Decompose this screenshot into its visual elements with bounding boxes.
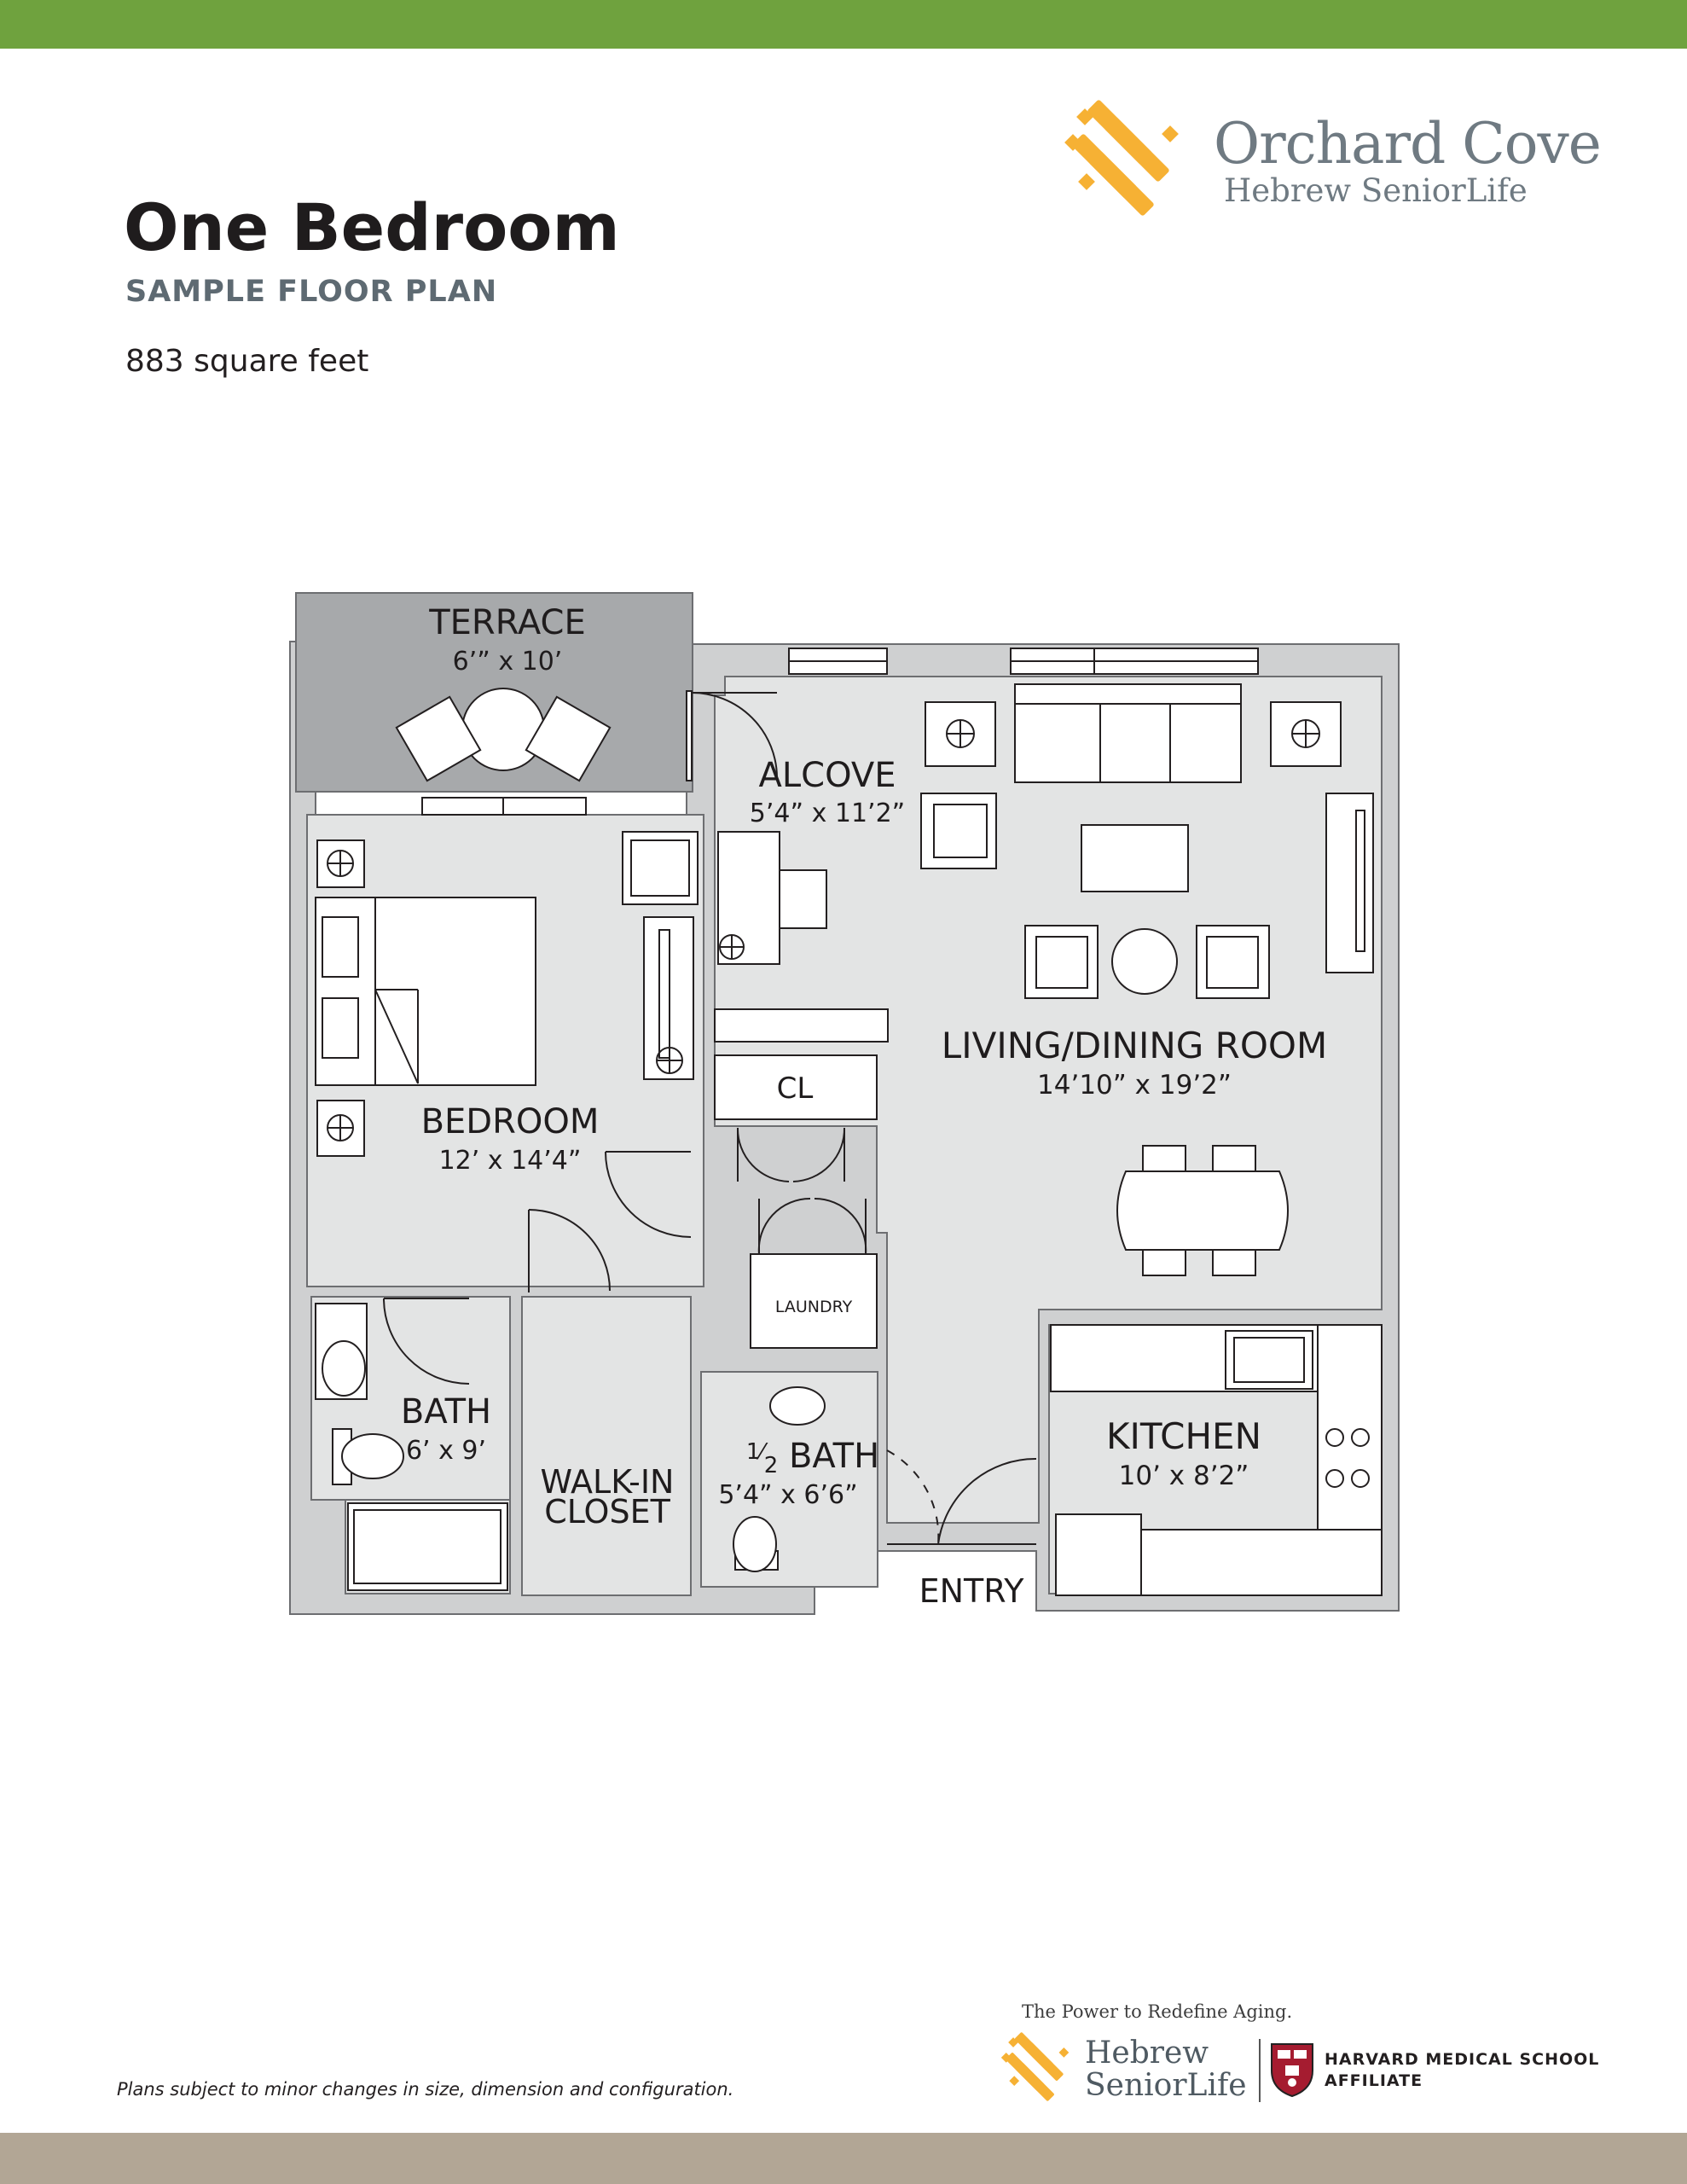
room-label-bedroom: BEDROOM: [421, 1102, 600, 1141]
affiliate-line-2: AFFILIATE: [1325, 2071, 1423, 2090]
hebrew-seniorlife-logo: Hebrew SeniorLife: [1000, 2029, 1247, 2114]
brand-subtitle: Hebrew SeniorLife: [1224, 172, 1528, 209]
room-label-closet: CL: [777, 1072, 814, 1106]
orchard-cove-logo: Orchard Cove Hebrew SeniorLife: [1062, 94, 1602, 243]
top-accent-bar: [0, 0, 1687, 49]
terrace-door: [686, 690, 778, 781]
closet-doors: [736, 1127, 867, 1255]
footer-tagline: The Power to Redefine Aging.: [1022, 2001, 1293, 2022]
room-size-half-bath: 5’4” x 6’6”: [718, 1480, 857, 1510]
brand-name: Orchard Cove: [1214, 111, 1602, 177]
page-subtitle: SAMPLE FLOOR PLAN: [125, 275, 498, 309]
half-bath-fraction-den: 2: [764, 1453, 779, 1478]
half-bath-name: BATH: [778, 1437, 879, 1476]
room-label-alcove: ALCOVE: [759, 756, 896, 795]
room-label-walkin-1: WALK-IN: [541, 1463, 675, 1501]
room-label-walkin-2: CLOSET: [544, 1493, 670, 1531]
room-size-terrace: 6’” x 10’: [453, 647, 563, 677]
room-label-laundry: LAUNDRY: [775, 1298, 853, 1316]
living-furniture-details: [719, 719, 1320, 989]
room-size-bath: 6’ x 9’: [406, 1436, 486, 1466]
room-label-entry: ENTRY: [919, 1572, 1025, 1610]
affiliate-line-1: HARVARD MEDICAL SCHOOL: [1325, 2050, 1600, 2069]
living-furniture: [714, 683, 1374, 1349]
room-label-living: LIVING/DINING ROOM: [942, 1025, 1327, 1066]
room-size-kitchen: 10’ x 8’2”: [1119, 1461, 1249, 1491]
room-label-terrace: TERRACE: [428, 603, 586, 642]
kitchen-fixtures: [1050, 1324, 1383, 1596]
footer-brand-line-1: Hebrew: [1085, 2036, 1209, 2071]
footer-brand-line-2: SeniorLife: [1085, 2068, 1247, 2103]
orchard-cove-lattice-logo-icon: [1064, 100, 1179, 216]
room-label-kitchen: KITCHEN: [1106, 1415, 1261, 1457]
room-size-living: 14’10” x 19’2”: [1037, 1070, 1232, 1101]
bedroom-furniture: [315, 831, 699, 1292]
entry-door-swing: [886, 1449, 940, 1545]
walkin-closet-floor: [521, 1296, 692, 1596]
plan-disclaimer: Plans subject to minor changes in size, …: [117, 2079, 734, 2100]
page-title: One Bedroom: [124, 189, 620, 265]
bath-fixtures: [315, 1298, 1037, 1591]
bottom-accent-bar: [0, 2133, 1687, 2184]
room-label-bath: BATH: [401, 1392, 491, 1432]
hebrew-seniorlife-lattice-icon: [1000, 2032, 1070, 2101]
room-size-bedroom: 12’ x 14’4”: [439, 1146, 582, 1176]
half-bath-fraction-num: 1: [746, 1439, 761, 1465]
windows: [421, 648, 1259, 816]
square-footage: 883 square feet: [125, 344, 369, 379]
harvard-shield-icon: [1271, 2043, 1313, 2098]
room-size-alcove: 5’4” x 11’2”: [750, 799, 905, 828]
bedroom-furniture-details: [327, 839, 690, 1141]
floor-plan: TERRACE 6’” x 10’ ALCOVE 5’4” x 11’2” LI…: [289, 592, 1400, 1615]
room-label-half-bath: 1⁄2 BATH: [746, 1437, 879, 1478]
footer-divider: [1259, 2039, 1261, 2102]
terrace-furniture: [395, 688, 612, 782]
